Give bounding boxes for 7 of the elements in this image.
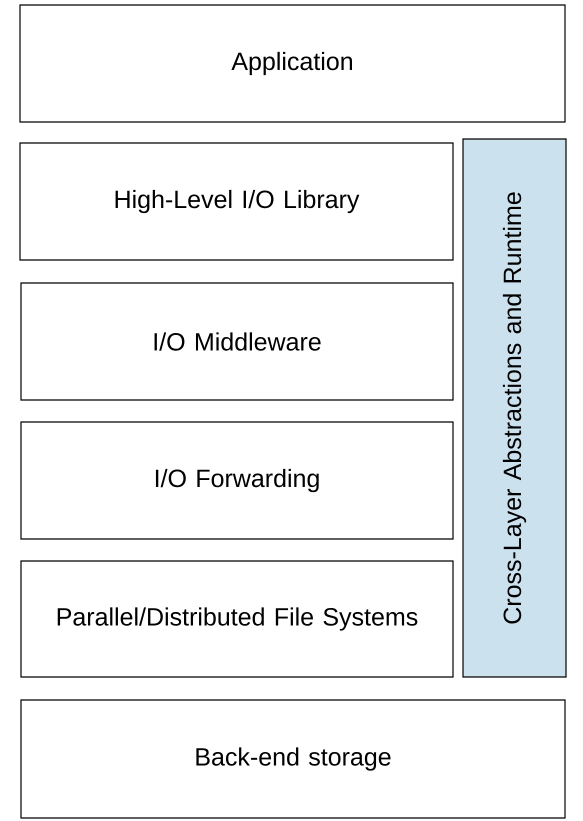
- layer-box: I/O Forwarding: [20, 421, 454, 540]
- side-bar: Cross-Layer Abstractions and Runtime: [462, 138, 567, 678]
- layer-box: Application: [19, 4, 566, 123]
- layer-box: High-Level I/O Library: [19, 142, 454, 261]
- layer-box: Parallel/Distributed File Systems: [20, 560, 454, 678]
- layer-box: Back-end storage: [20, 699, 566, 819]
- layer-box: I/O Middleware: [20, 282, 454, 401]
